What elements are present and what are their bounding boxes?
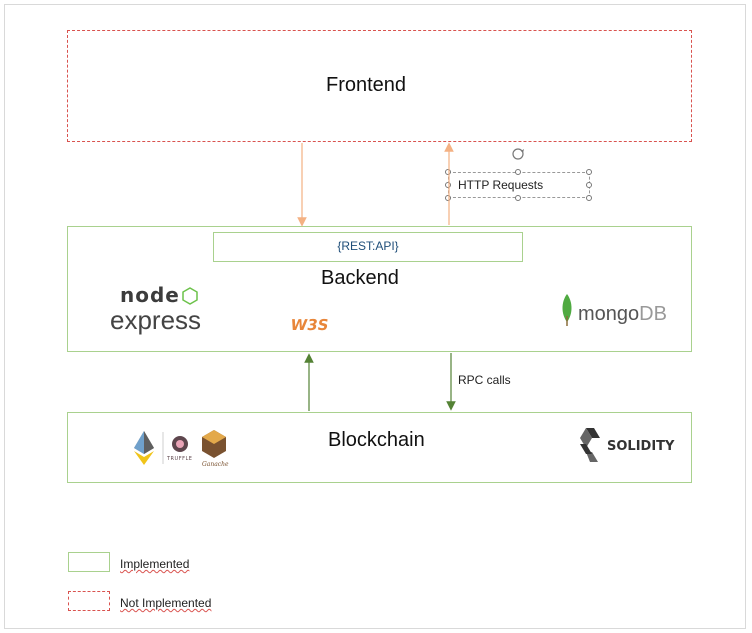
canvas-frame	[4, 4, 746, 629]
blockchain-box	[67, 412, 692, 483]
frontend-title: Frontend	[326, 74, 407, 96]
rest-api-box: {REST:API}	[213, 232, 523, 262]
svg-text:SOLIDITY: SOLIDITY	[607, 439, 675, 454]
resize-handle[interactable]	[586, 195, 592, 201]
legend-implemented-swatch	[68, 552, 110, 572]
nodejs-logo: node	[120, 283, 198, 307]
svg-text:Ganache: Ganache	[202, 461, 229, 468]
rpc-calls-label: RPC calls	[458, 373, 511, 387]
resize-handle[interactable]	[586, 169, 592, 175]
ethereum-logo	[134, 431, 154, 465]
legend-not-implemented-swatch	[68, 591, 110, 611]
web3js-logo: W3S	[289, 316, 330, 334]
resize-handle[interactable]	[445, 182, 451, 188]
legend-not-implemented-label: Not Implemented	[120, 596, 212, 610]
express-logo: express	[110, 305, 201, 335]
truffle-logo: TRUFFLE	[166, 436, 192, 462]
rotate-handle-icon[interactable]	[512, 148, 524, 160]
ganache-logo: Ganache	[202, 430, 229, 468]
legend-implemented-label: Implemented	[120, 557, 190, 571]
svg-text:TRUFFLE: TRUFFLE	[166, 456, 192, 462]
svg-text:W3S: W3S	[289, 316, 330, 334]
resize-handle[interactable]	[515, 195, 521, 201]
frontend-box	[67, 30, 692, 142]
resize-handle[interactable]	[445, 195, 451, 201]
resize-handle[interactable]	[515, 169, 521, 175]
backend-title: Backend	[321, 267, 399, 289]
resize-handle[interactable]	[586, 182, 592, 188]
blockchain-title: Blockchain	[328, 429, 425, 451]
resize-handle[interactable]	[445, 169, 451, 175]
mongodb-logo: mongoDB	[562, 294, 667, 326]
svg-text:node: node	[120, 283, 180, 307]
svg-text:mongoDB: mongoDB	[578, 303, 667, 325]
http-requests-label: HTTP Requests	[458, 178, 544, 192]
solidity-logo: SOLIDITY	[580, 428, 675, 462]
backend-box	[67, 226, 692, 352]
